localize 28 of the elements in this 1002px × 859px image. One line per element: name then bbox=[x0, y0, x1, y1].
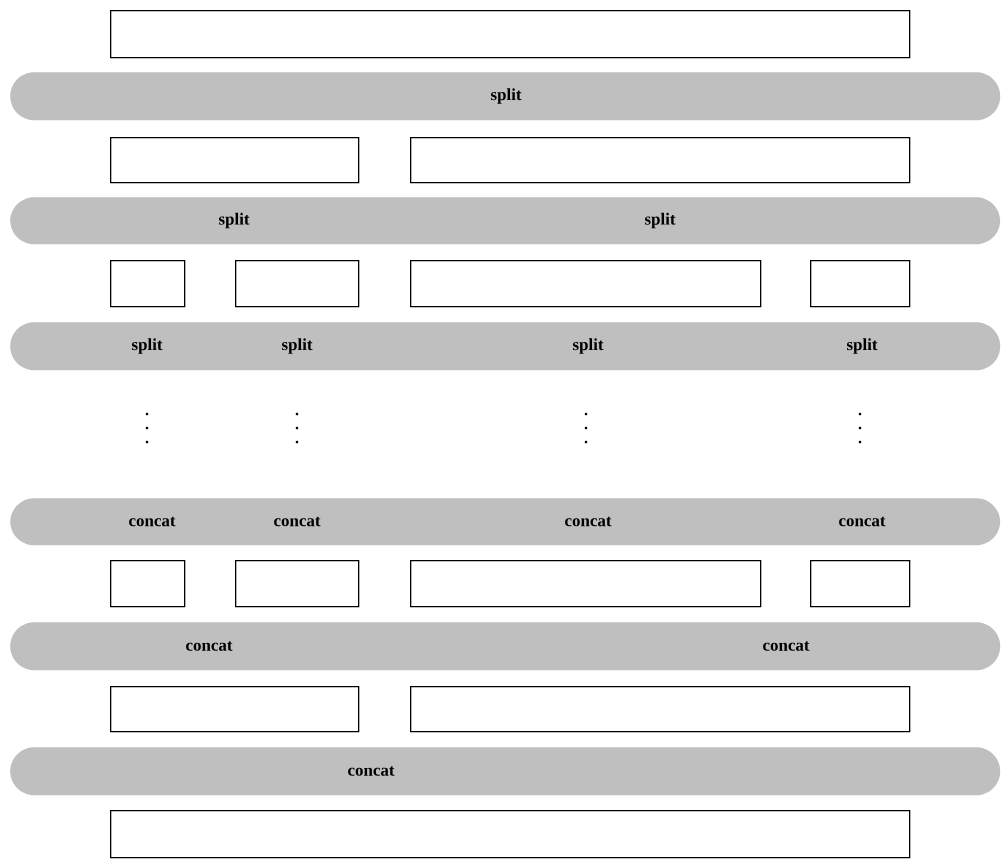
band-label: concat bbox=[565, 516, 612, 527]
empty-box bbox=[110, 260, 186, 308]
band-label: split bbox=[491, 88, 522, 104]
empty-box bbox=[810, 260, 911, 308]
band-label: concat bbox=[763, 641, 810, 651]
band-label: split bbox=[847, 338, 878, 354]
empty-box bbox=[810, 560, 911, 608]
band-label: split bbox=[573, 338, 604, 354]
empty-box bbox=[410, 137, 911, 184]
empty-box bbox=[110, 810, 911, 859]
empty-box bbox=[410, 560, 762, 608]
band-label: concat bbox=[186, 641, 233, 651]
band-label: concat bbox=[129, 516, 176, 527]
band-label: split bbox=[282, 338, 313, 354]
empty-box bbox=[110, 560, 186, 608]
empty-box bbox=[235, 560, 360, 608]
band-label: split bbox=[219, 212, 250, 229]
band-label: split bbox=[132, 338, 163, 354]
empty-box bbox=[410, 686, 911, 733]
empty-box bbox=[410, 260, 762, 308]
empty-box bbox=[110, 10, 911, 59]
empty-box bbox=[235, 260, 360, 308]
empty-box bbox=[110, 137, 360, 184]
band-label: split bbox=[645, 212, 676, 229]
band-label: concat bbox=[274, 516, 321, 527]
band-label: concat bbox=[839, 516, 886, 527]
empty-box bbox=[110, 686, 360, 733]
band-label: concat bbox=[348, 766, 395, 776]
